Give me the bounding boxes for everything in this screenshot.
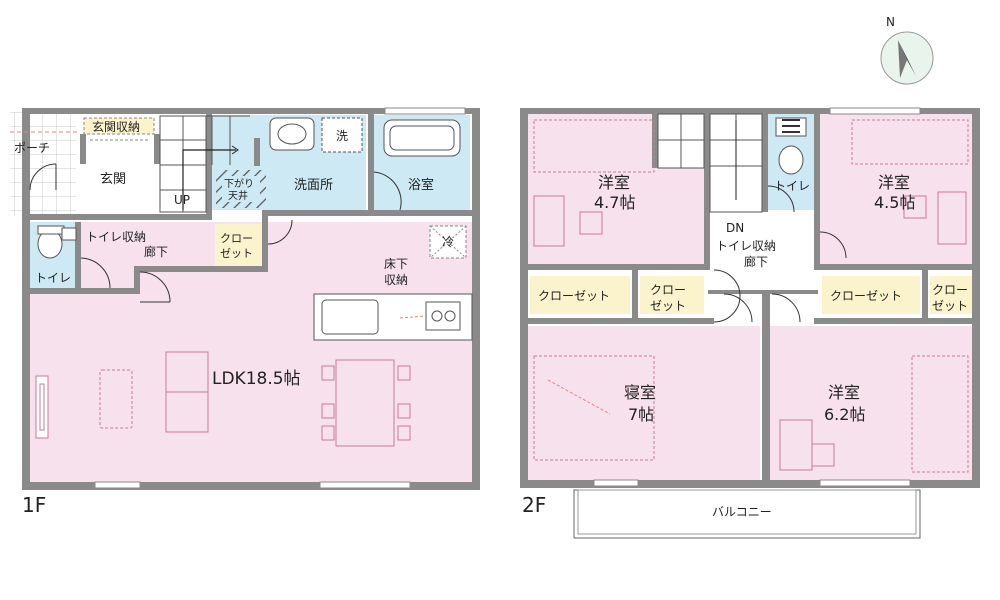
floor-label-1f: 1F [22,493,46,517]
balcony [573,489,921,539]
dropped-ceiling-label-2: 天井 [228,189,248,202]
dining-table [335,359,395,447]
toilet-door-1f [80,257,111,289]
western1-name: 洋室 [598,173,630,192]
floor-label-2f: 2F [522,493,546,517]
ldk-door [139,271,171,303]
compass-north-label: N [886,15,895,29]
western2-door [819,231,847,259]
hall-label-2f: 廊下 [744,254,768,269]
western3-floor [770,326,972,480]
window [384,107,466,115]
western3-size: 6.2帖 [824,405,865,424]
up-label: UP [174,193,190,207]
bath-door [373,171,402,211]
dining-chairs [321,365,411,441]
closet-a [530,276,630,314]
porch-label: ポーチ [14,141,50,155]
closet-c [822,276,920,314]
second-floor: 洋室 4.7帖 DN トイレ トイレ収納 廊下 洋室 4.5帖 クローゼット ク… [520,107,980,539]
western2-size: 4.5帖 [874,193,915,212]
compass-needle-icon [898,40,916,76]
bedroom-name: 寝室 [624,383,656,402]
dropped-ceiling-label-1: 下がり [224,177,254,190]
bedroom-floor [528,326,760,480]
ldk-floor-top [258,222,472,234]
porch-tiles [10,112,76,216]
closet-b [640,276,704,314]
toilet-door-2f [767,185,795,213]
toilet-label-1f: トイレ [35,271,71,285]
washroom-label: 洗面所 [294,178,333,193]
western2-name: 洋室 [878,173,910,192]
toilet-storage-label-2f: トイレ収納 [716,239,776,253]
dropped-ceiling-label-bg [222,176,260,202]
washroom-door [267,219,293,245]
window [819,479,911,487]
bath-label: 浴室 [408,177,434,193]
underfloor-label-2: 収納 [384,273,408,287]
balcony-label: バルコニー [712,505,772,519]
western3-door [771,293,801,323]
closet-1f-label-1: クロー [220,232,253,245]
closet-b-label-2: ゼット [650,299,686,313]
toilet-storage-label-1f: トイレ収納 [86,230,146,244]
washer [321,117,363,153]
entrance-storage-label: 玄関収納 [92,119,140,134]
bathtub [383,119,461,157]
entrance-door [29,163,57,191]
coffee-table [99,369,133,429]
closet-c-label: クローゼット [830,289,902,303]
toilet-bowl-2f [778,145,804,175]
window [94,481,141,489]
window [319,481,411,489]
entrance-floor [80,160,160,210]
entrance-storage-box [83,117,155,135]
closet-d-label-1: クロー [932,283,968,297]
hall-label-1f: 廊下 [144,244,168,259]
ldk-label: LDK18.5帖 [212,369,301,389]
window [593,479,639,487]
washer-label: 洗 [336,129,348,143]
closet-d-label-2: ゼット [932,299,968,313]
toilet-label-2f: トイレ [774,179,810,193]
first-floor: ポーチ 玄関収納 玄関 UP トイレ収納 廊下 トイレ 下がり 天井 洗面所 洗… [10,107,480,517]
closet-door [713,269,741,323]
western2-floor [820,114,972,264]
entrance-label: 玄関 [100,172,126,187]
window [829,107,921,115]
closet-a-label: クローゼット [538,289,610,303]
furniture-2f [533,119,969,473]
western1-size: 4.7帖 [594,193,635,212]
underfloor-label-1: 床下 [384,257,408,271]
dn-label: DN [726,221,744,235]
compass: N [880,15,934,85]
stairs-up-arrow [182,149,236,210]
bedroom-size: 7帖 [628,405,654,424]
closet-d [930,276,972,314]
bedroom-door [723,293,753,323]
tv-board [35,375,49,439]
fridge-label: 冷 [442,235,454,249]
washbasin [269,117,315,151]
western3-name: 洋室 [828,383,860,402]
closet-1f-label-2: ゼット [220,247,253,260]
closet-b-label-1: クロー [650,283,686,297]
closet-1f [215,224,265,266]
